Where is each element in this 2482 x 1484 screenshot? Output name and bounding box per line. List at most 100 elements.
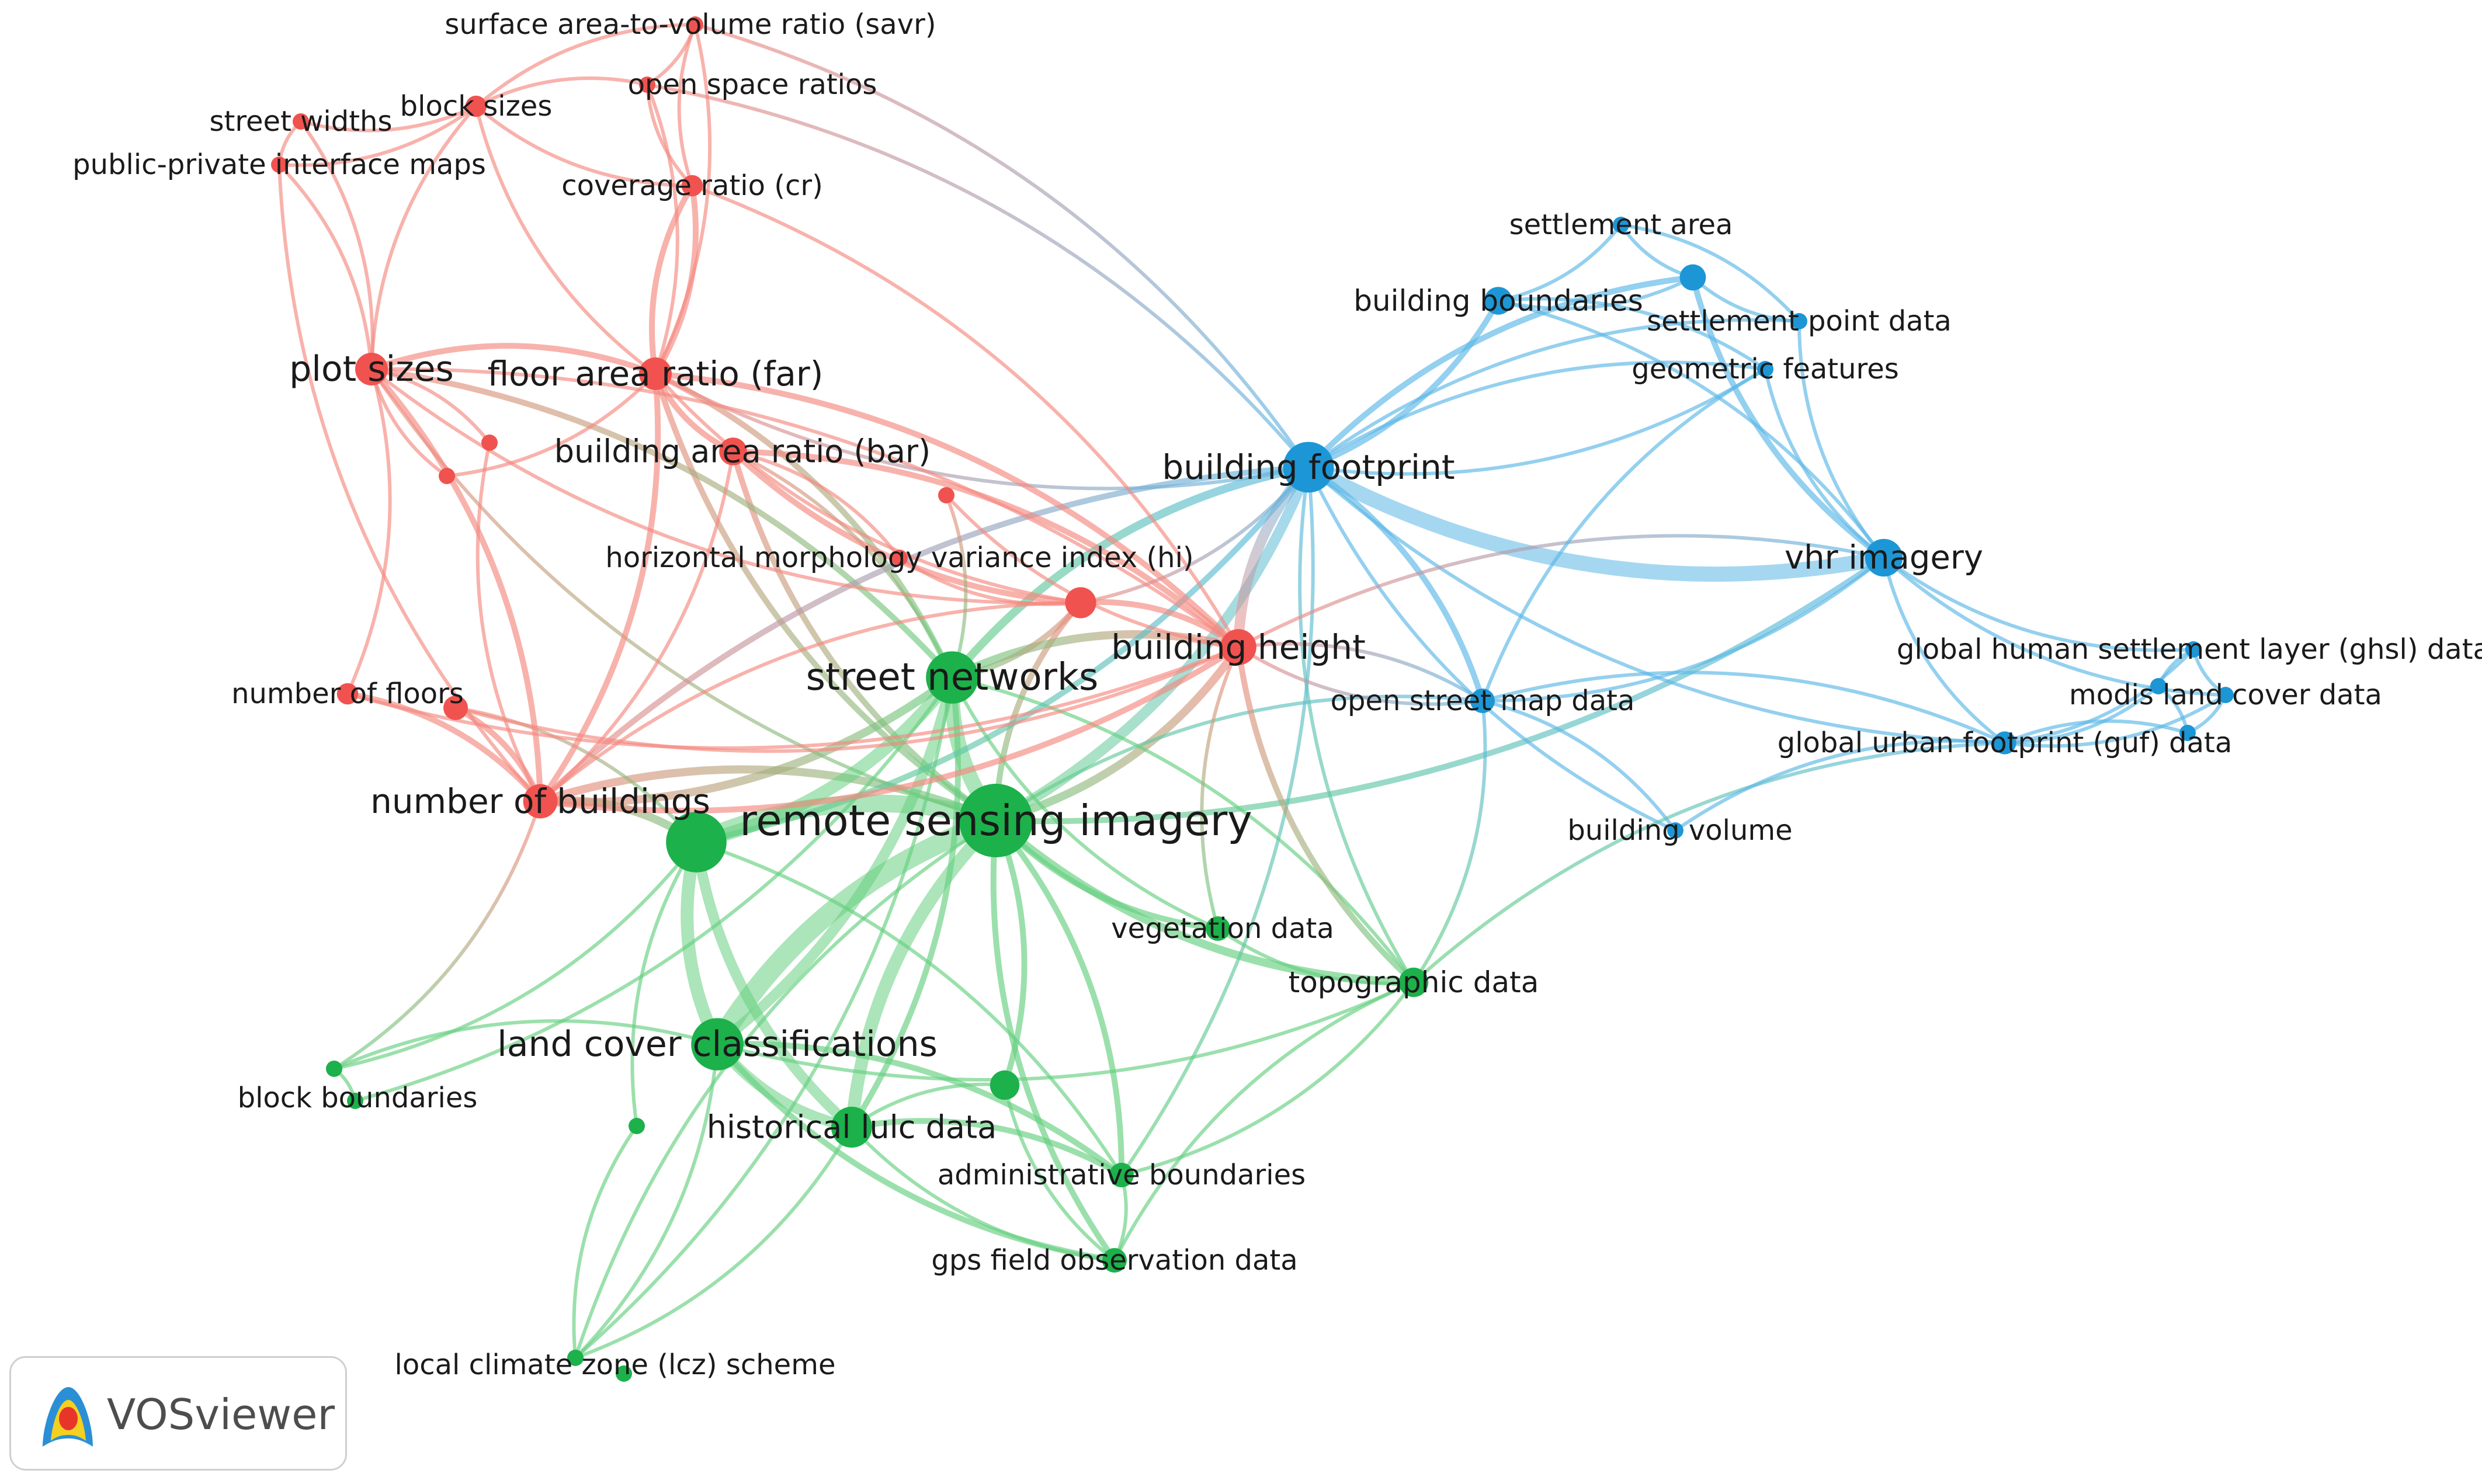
node-osr[interactable] (639, 77, 655, 93)
node-bbd[interactable] (1484, 287, 1512, 315)
node-far[interactable] (639, 357, 672, 390)
node-bf[interactable] (1283, 442, 1334, 493)
vosviewer-logo-text: VOSviewer (107, 1390, 335, 1439)
link-bf-nb (537, 464, 1311, 804)
link-ps-u2 (370, 367, 449, 478)
link-guf-ghsl (2003, 648, 2195, 745)
link-layer (277, 23, 2227, 1360)
link-hi-bar (731, 450, 901, 559)
node-g1[interactable] (666, 812, 727, 873)
node-gps[interactable] (1102, 1248, 1127, 1273)
link-u5-bh (454, 645, 1240, 753)
link-lcz-sn (574, 676, 954, 1360)
node-u2[interactable] (439, 468, 455, 484)
node-label-lcc: land cover classifications (497, 1024, 938, 1065)
node-ab[interactable] (1109, 1163, 1134, 1187)
node-label-nb: number of buildings (370, 781, 710, 821)
node-savr[interactable] (687, 16, 703, 33)
node-hi[interactable] (891, 550, 908, 566)
link-b1-spd (1691, 276, 1801, 323)
link-guf-modis (2003, 693, 2227, 748)
node-ppim[interactable] (271, 157, 287, 173)
node-nb[interactable] (523, 784, 558, 819)
link-nb-bh (537, 644, 1241, 814)
node-u3[interactable] (938, 487, 954, 503)
node-ghsl[interactable] (2185, 641, 2202, 658)
link-g1-ab (695, 840, 1123, 1177)
node-sa[interactable] (1613, 217, 1629, 233)
link-bs-far (474, 105, 657, 376)
node-label-ps: plot sizes (289, 349, 454, 390)
node-osm[interactable] (1470, 689, 1495, 713)
node-bh[interactable] (1220, 629, 1256, 665)
node-gf[interactable] (1757, 361, 1773, 377)
node-label-osr: open space ratios (628, 68, 877, 101)
node-ps[interactable] (355, 353, 388, 385)
link-g1-g3 (630, 840, 698, 1128)
node-bs[interactable] (465, 95, 487, 117)
node-label-sn: street networks (806, 656, 1099, 699)
link-bs-ppim (277, 105, 478, 167)
link-bs-cr (474, 105, 694, 187)
node-modis[interactable] (2217, 687, 2234, 703)
node-sw[interactable] (293, 113, 309, 130)
link-hl-g2 (850, 1082, 1006, 1129)
node-g3[interactable] (629, 1118, 645, 1134)
node-spd[interactable] (1791, 313, 1807, 329)
link-lcc-ab (714, 1041, 1124, 1178)
link-vd-td (1216, 927, 1415, 985)
node-g2[interactable] (990, 1070, 1020, 1100)
node-td[interactable] (1398, 967, 1429, 998)
link-u1-nb (475, 441, 542, 803)
node-bb[interactable] (326, 1061, 342, 1077)
node-label-osm: open street map data (1331, 684, 1635, 717)
link-bs-ps (370, 105, 478, 371)
node-lcz[interactable] (567, 1350, 584, 1366)
node-label-cr: coverage ratio (cr) (561, 169, 823, 202)
node-vd[interactable] (1206, 916, 1230, 941)
node-label-gps: gps field observation data (931, 1244, 1297, 1277)
node-b1[interactable] (1679, 264, 1706, 291)
node-sn[interactable] (926, 651, 978, 704)
node-g5[interactable] (616, 1365, 632, 1382)
link-bf-gf (1307, 360, 1767, 469)
link-bh-vd (1200, 645, 1240, 930)
node-label-vhr: vhr imagery (1785, 539, 1983, 577)
node-bv[interactable] (1667, 822, 1683, 839)
link-vhr-ghsl (1882, 556, 2195, 652)
link-g1-hl (691, 837, 857, 1132)
link-nb-u4 (539, 601, 1082, 803)
link-bf-bbd (1306, 298, 1501, 470)
node-cr[interactable] (681, 175, 703, 197)
node-u1[interactable] (481, 435, 498, 451)
link-td-ab (1120, 981, 1415, 1177)
node-label-sa: settlement area (1509, 208, 1733, 241)
link-guf-bv (1674, 739, 2007, 832)
node-vhr[interactable] (1865, 538, 1903, 577)
node-label-spd: settlement point data (1647, 305, 1952, 338)
link-vhr-guf (1882, 556, 2007, 745)
node-label-nf: number of floors (231, 677, 464, 710)
link-ppim-ps (277, 163, 373, 371)
node-hl[interactable] (831, 1107, 872, 1148)
link-bh-osm (1237, 642, 1484, 703)
node-rsi[interactable] (959, 784, 1033, 857)
link-ps-nf (346, 367, 392, 696)
vosviewer-logo-icon (43, 1387, 93, 1447)
link-lcc-bb (332, 1019, 719, 1071)
node-guf[interactable] (1993, 731, 2016, 755)
node-nf[interactable] (336, 683, 359, 705)
node-bar[interactable] (719, 437, 747, 465)
node-lcc[interactable] (691, 1018, 744, 1071)
node-b2[interactable] (2150, 678, 2167, 694)
node-u5[interactable] (443, 696, 468, 720)
node-label-ab: administrative boundaries (938, 1159, 1306, 1191)
link-bf-osr (645, 83, 1310, 469)
node-g4[interactable] (347, 1093, 363, 1109)
link-rsi-hl (845, 814, 1002, 1134)
node-u4[interactable] (1065, 587, 1096, 618)
link-bf-ab (1120, 465, 1315, 1177)
link-rsi-ab (993, 818, 1125, 1178)
node-b3[interactable] (2179, 725, 2196, 741)
link-cr-osr (645, 83, 694, 187)
